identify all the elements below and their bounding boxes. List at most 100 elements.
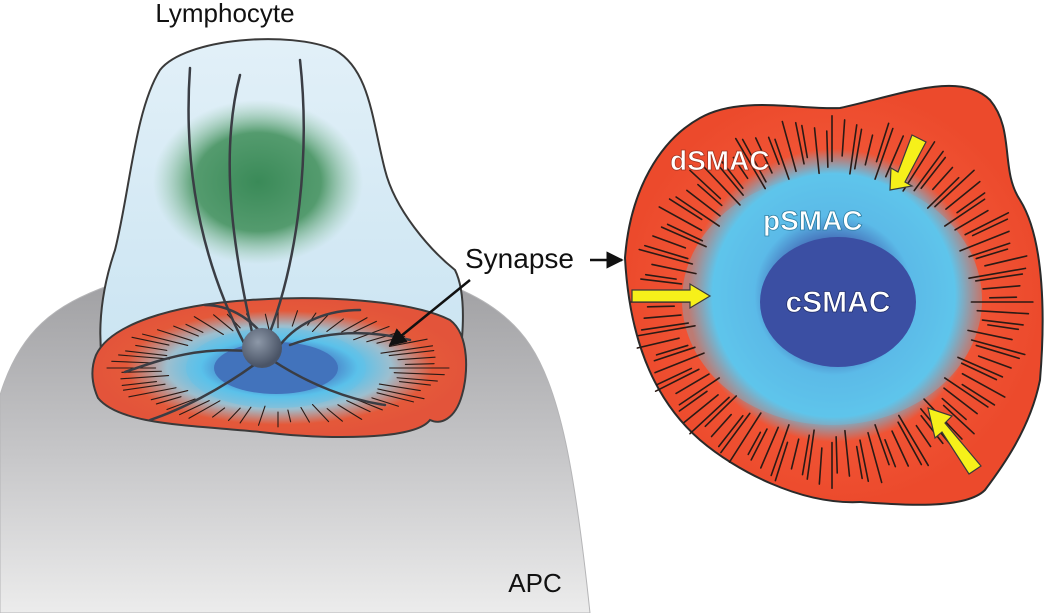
actin-ray	[720, 159, 744, 190]
actin-ray	[841, 119, 846, 157]
actin-ray	[122, 383, 166, 391]
actin-ray	[891, 430, 910, 467]
actin-ray	[658, 206, 703, 232]
actin-ray	[941, 397, 967, 421]
actin-ray	[239, 406, 252, 424]
actin-ray	[185, 323, 204, 333]
actin-ray	[967, 329, 1013, 341]
actin-ray	[971, 218, 1009, 237]
right-panel-synapse-face-view: dSMAC pSMAC cSMAC	[623, 84, 1044, 506]
actin-ray	[774, 138, 790, 180]
actin-ray	[794, 121, 805, 165]
actin-ray	[849, 124, 858, 175]
actin-ray	[644, 273, 677, 280]
actin-ray	[750, 428, 768, 461]
actin-ray	[774, 441, 789, 482]
psmac-label: pSMAC	[763, 205, 863, 236]
centripetal-arrow-top	[889, 134, 927, 191]
actin-ray	[393, 372, 445, 376]
actin-ray	[150, 390, 189, 401]
actin-ray	[710, 413, 732, 438]
actin-ray	[287, 409, 292, 423]
actin-ray	[767, 136, 780, 165]
actin-ray	[326, 408, 343, 422]
actin-ray	[825, 130, 829, 168]
actin-ray	[806, 429, 815, 480]
actin-ray	[926, 176, 960, 209]
actin-ray	[378, 383, 421, 392]
actin-ray	[913, 150, 944, 192]
actin-ray	[675, 373, 710, 395]
actin-ray	[954, 209, 989, 231]
actin-ray	[686, 189, 721, 217]
actin-ray	[193, 316, 224, 336]
actin-ray	[311, 404, 330, 423]
actin-ray	[311, 314, 329, 332]
csmac-label: cSMAC	[785, 286, 890, 319]
actin-ray	[352, 320, 377, 333]
actin-ray	[678, 390, 708, 412]
actin-ray	[853, 128, 863, 170]
actin-ray	[337, 404, 363, 420]
actin-ray	[188, 400, 221, 419]
actin-ray	[652, 235, 687, 249]
actin-ray	[326, 318, 344, 332]
mtoc	[242, 328, 282, 368]
actin-ray	[920, 414, 944, 445]
actin-ray	[959, 230, 1010, 252]
csmac-zone	[760, 237, 916, 367]
actin-ray	[974, 273, 1024, 282]
actin-ray	[961, 372, 1006, 398]
actin-ray	[121, 370, 162, 373]
actin-ray	[961, 383, 996, 406]
actin-ray	[697, 183, 723, 207]
actin-ray	[754, 137, 773, 174]
left-panel: Lymphocyte APC	[0, 0, 591, 613]
actin-ray	[956, 192, 986, 214]
actin-ray	[975, 344, 1020, 360]
actin-ray	[981, 319, 1024, 326]
actin-ray	[732, 156, 749, 180]
actin-ray	[801, 434, 811, 476]
actin-ray	[884, 439, 897, 468]
centripetal-arrow-bottom	[927, 407, 982, 475]
actin-ray	[902, 141, 936, 192]
actin-ray	[173, 325, 199, 337]
actin-ray	[380, 345, 434, 354]
actin-ray	[813, 127, 820, 175]
actin-ray	[968, 267, 1027, 279]
actin-ray	[300, 406, 310, 423]
actin-ray	[855, 445, 863, 480]
actin-ray	[376, 392, 414, 403]
actin-ray	[651, 263, 697, 275]
centripetal-arrow-left	[631, 282, 712, 310]
actin-ray	[713, 159, 744, 196]
nucleus	[153, 100, 363, 264]
actin-ray	[643, 314, 682, 319]
actin-ray	[646, 305, 676, 308]
actin-ray	[943, 198, 986, 227]
actin-ray	[213, 314, 234, 332]
actin-ray	[675, 196, 721, 227]
actin-ray	[264, 313, 270, 331]
actin-ray	[867, 431, 883, 484]
actin-ray	[720, 412, 751, 454]
actin-ray	[770, 424, 790, 477]
actin-ray	[975, 248, 1009, 260]
actin-ray	[396, 377, 438, 382]
actin-ray	[759, 426, 780, 469]
actin-ray	[135, 344, 168, 351]
actin-ray	[636, 337, 680, 349]
actin-ray	[131, 336, 170, 346]
actin-ray	[644, 244, 689, 260]
actin-ray	[884, 135, 905, 178]
actin-ray	[118, 354, 170, 360]
actin-ray	[701, 164, 741, 206]
actin-ray	[655, 367, 693, 386]
actin-ray	[734, 137, 767, 190]
actin-ray	[984, 255, 1028, 267]
actin-ray	[166, 398, 196, 411]
actin-ray	[945, 180, 981, 210]
actin-ray	[875, 122, 890, 163]
